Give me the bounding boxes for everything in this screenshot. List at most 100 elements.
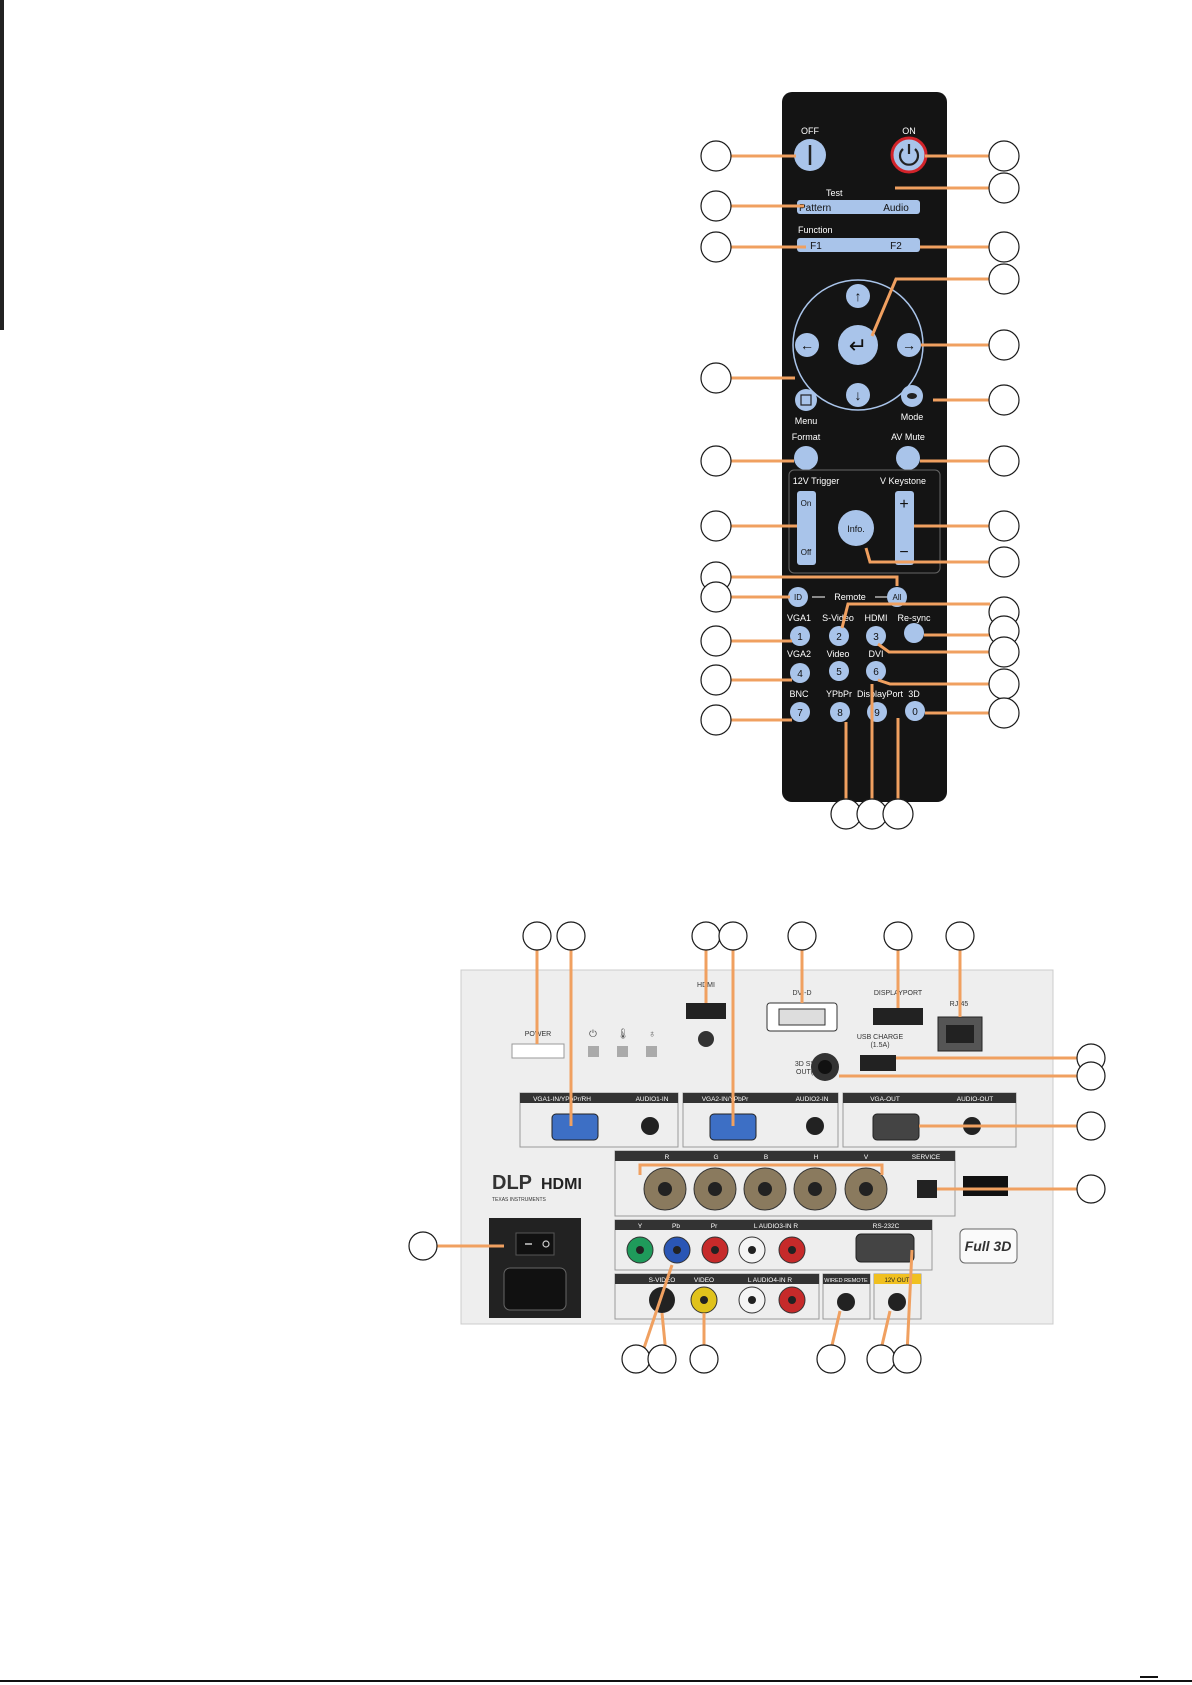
key-6[interactable] (866, 661, 886, 681)
function-bar (797, 238, 920, 252)
label-s-video: S-Video (822, 613, 854, 623)
label-hdmi: HDMI (865, 613, 888, 623)
left-button[interactable] (795, 333, 819, 357)
svg-text:8: 8 (837, 708, 843, 719)
label-audio-out: AUDIO-OUT (957, 1096, 994, 1103)
12v-out-jack[interactable] (888, 1293, 906, 1311)
f2-button[interactable]: F2 (890, 241, 902, 252)
id-button[interactable] (788, 587, 808, 607)
key-4[interactable] (790, 663, 810, 683)
label-bnc-v: V (864, 1154, 869, 1161)
vga1-in-port[interactable] (551, 1113, 599, 1141)
menu-button[interactable] (795, 389, 817, 411)
label-wired-remote: WIRED REMOTE (824, 1278, 868, 1284)
av-mute-button[interactable] (896, 446, 920, 470)
label-bnc-g: G (713, 1154, 718, 1161)
usb-a-port[interactable] (963, 1176, 1008, 1196)
label-usb-charge: USB CHARGE (857, 1034, 904, 1041)
audio1-in-jack[interactable] (641, 1117, 659, 1135)
usb-charge-port[interactable] (860, 1055, 896, 1071)
label-y: Y (638, 1223, 643, 1230)
label-vga2-in: VGA2-IN/YPbPr (702, 1096, 749, 1103)
key-5[interactable] (829, 661, 849, 681)
panel-callouts (408, 921, 1106, 1374)
info-button[interactable] (838, 510, 874, 546)
wired-remote-jack[interactable] (837, 1293, 855, 1311)
power-icon (898, 148, 920, 166)
key-2[interactable] (829, 626, 849, 646)
label-vga-out: VGA-OUT (870, 1096, 900, 1103)
label-s-video-port: S-VIDEO (649, 1277, 676, 1284)
key-1[interactable] (790, 626, 810, 646)
texas-instruments-text: TEXAS INSTRUMENTS (492, 1197, 547, 1203)
label-3d: 3D (908, 689, 920, 699)
format-button[interactable] (794, 446, 818, 470)
audio-button[interactable]: Audio (883, 203, 909, 214)
all-button[interactable] (887, 587, 907, 607)
label-video-port: VIDEO (694, 1277, 714, 1284)
panel-leader-lines (430, 948, 1077, 1355)
hdmi-logo: HDMI (541, 1176, 582, 1193)
enter-button[interactable] (838, 325, 878, 365)
svg-text:7: 7 (797, 708, 803, 719)
f1-button[interactable]: F1 (810, 241, 822, 252)
label-displayport: DisplayPort (857, 689, 904, 699)
label-vga1: VGA1 (787, 613, 811, 623)
trigger-off[interactable]: Off (801, 548, 812, 557)
re-sync-button[interactable] (904, 623, 924, 643)
key-8[interactable] (830, 702, 850, 722)
label-service: SERVICE (912, 1154, 941, 1161)
label-bnc-b: B (764, 1154, 768, 1161)
label-audio2-in: AUDIO2-IN (796, 1096, 829, 1103)
footer-mark (1140, 1676, 1158, 1678)
s-video-port[interactable] (649, 1287, 675, 1313)
thermometer-icon: 🌡 (617, 1028, 630, 1040)
label-format: Format (792, 432, 821, 442)
menu-icon (800, 394, 812, 406)
label-12v-out: 12V OUT (884, 1278, 909, 1284)
hdmi-port[interactable] (686, 1003, 726, 1019)
label-audio4-in: L AUDIO4-IN R (748, 1277, 792, 1284)
ac-power-inlet[interactable] (503, 1267, 567, 1311)
trigger-rocker[interactable] (797, 491, 816, 565)
svg-text:4: 4 (797, 669, 803, 680)
power-on-button[interactable] (890, 136, 928, 174)
vga-out-port[interactable] (872, 1113, 920, 1141)
up-button[interactable] (846, 284, 870, 308)
power-switch[interactable] (515, 1232, 555, 1256)
arrow-left-icon: ← (800, 337, 814, 353)
audio2-in-jack[interactable] (806, 1117, 824, 1135)
label-off: OFF (801, 126, 819, 136)
label-on: ON (902, 126, 916, 136)
down-button[interactable] (846, 383, 870, 407)
key-7[interactable] (790, 702, 810, 722)
rs232c-port[interactable] (855, 1233, 915, 1263)
svg-text:3: 3 (873, 632, 879, 643)
trigger-on[interactable]: On (801, 499, 812, 508)
key-0[interactable] (905, 701, 925, 721)
keystone-plus[interactable]: + (899, 496, 908, 513)
keystone-minus[interactable]: − (899, 544, 908, 561)
remote-control: OFF ON Test Pattern Audio Function F1 F2… (782, 92, 947, 802)
label-re-sync: Re-sync (897, 613, 931, 623)
pattern-button[interactable]: Pattern (799, 203, 831, 214)
arrow-down-icon: ↓ (855, 387, 862, 403)
keystone-rocker[interactable] (895, 491, 914, 565)
mode-icon (907, 393, 917, 399)
label-vga2: VGA2 (787, 649, 811, 659)
service-port[interactable] (917, 1180, 937, 1198)
remote-callouts (700, 140, 1020, 830)
right-button[interactable] (897, 333, 921, 357)
svg-text:0: 0 (912, 707, 918, 718)
svg-text:5: 5 (836, 667, 842, 678)
label-av-mute: AV Mute (891, 432, 925, 442)
displayport-port[interactable] (873, 1008, 923, 1025)
key-3[interactable] (866, 626, 886, 646)
power-led-icon: ⏻ (589, 1029, 597, 1040)
full-3d-label: Full 3D (965, 1238, 1012, 1254)
arrow-right-icon: → (902, 337, 916, 353)
svg-text:2: 2 (836, 632, 842, 643)
enter-icon: ↵ (849, 333, 867, 358)
lamp-icon: ♁ (648, 1029, 656, 1040)
